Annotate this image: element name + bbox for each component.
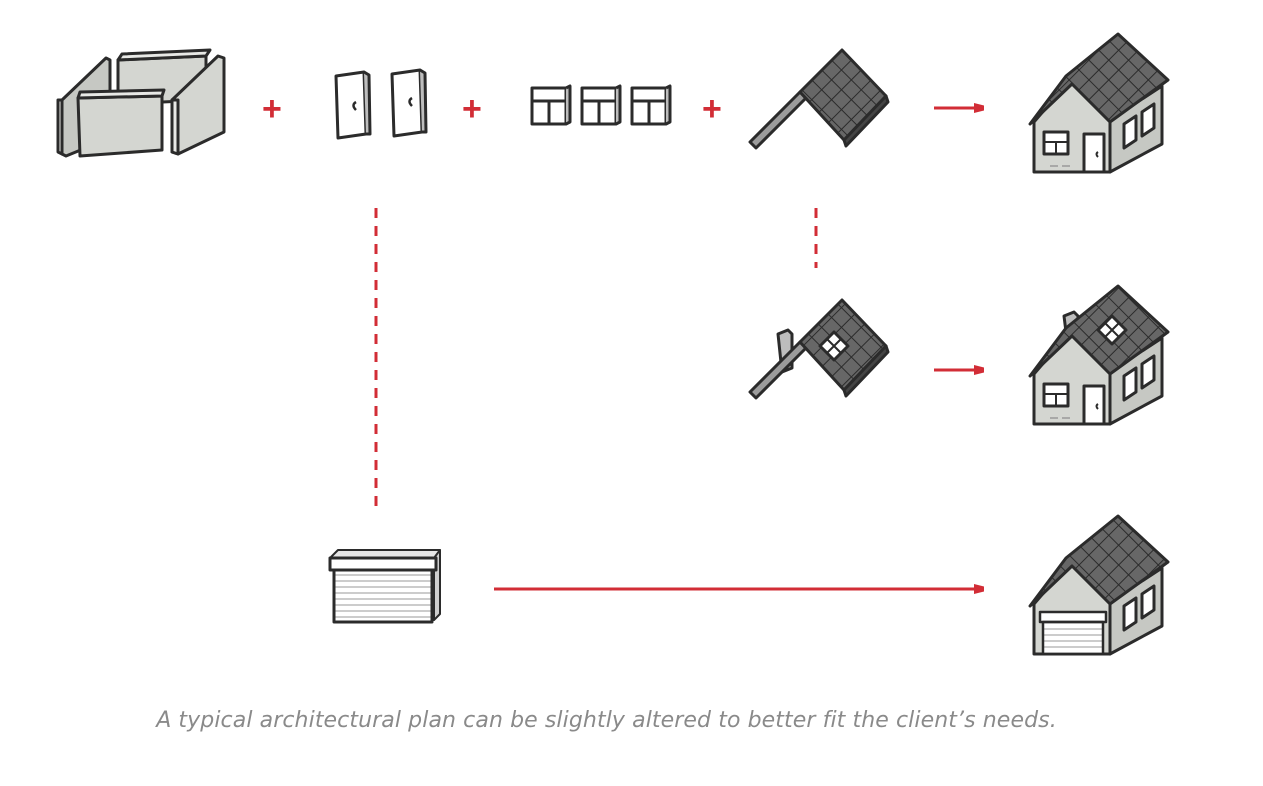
figure-caption: A typical architectural plan can be slig…: [156, 708, 1057, 733]
house-chimney-skylight-icon: [1028, 284, 1170, 426]
roof-chimney-skylight-icon: [748, 298, 890, 400]
plus-sign-2: +: [462, 90, 482, 128]
windows-icon: [530, 84, 672, 126]
roof-icon: [748, 48, 890, 150]
doors-icon: [334, 68, 428, 140]
house-garage-icon: [1028, 514, 1170, 656]
garage-icon: [328, 549, 441, 624]
walls-icon: [56, 48, 226, 158]
plus-sign-3: +: [702, 90, 722, 128]
house-icon: [1028, 32, 1170, 174]
plus-sign-1: +: [262, 90, 282, 128]
